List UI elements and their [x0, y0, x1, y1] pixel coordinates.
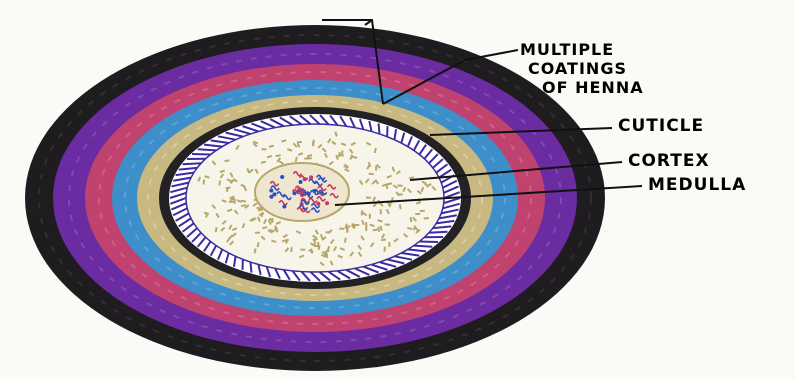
cortex-granule: [326, 253, 328, 258]
medulla-dot: [292, 191, 296, 195]
cortex-granule: [398, 193, 403, 195]
cortex-granule: [369, 214, 371, 219]
label-cortex: CORTEX: [628, 151, 710, 171]
cortex-granule: [262, 148, 267, 150]
medulla-dot: [282, 205, 286, 209]
medulla-dot: [280, 175, 284, 179]
medulla-dot: [299, 180, 303, 184]
cuticle-stripe: [414, 246, 433, 247]
cortex-granule: [339, 228, 344, 230]
cortex-granule: [375, 166, 377, 171]
cortex-granule: [365, 226, 367, 231]
cortex-granule: [271, 218, 273, 223]
cortex-granule: [369, 173, 374, 175]
cortex-granule: [255, 232, 260, 234]
label-multiple-coatings-line1: MULTIPLE: [520, 40, 614, 59]
cortex-granule: [366, 197, 371, 199]
cortex-granule: [300, 249, 305, 251]
label-cuticle: CUTICLE: [618, 116, 704, 136]
cortex-granule: [388, 242, 390, 247]
medulla-dot: [316, 202, 320, 206]
cortex-granule: [415, 213, 420, 215]
label-multiple-coatings-line2: COATINGS: [528, 59, 627, 78]
cuticle-stripe: [429, 232, 448, 233]
label-medulla: MEDULLA: [648, 175, 746, 195]
cuticle-stripe: [379, 123, 380, 134]
cuticle-stripe: [183, 163, 202, 164]
cortex-granule: [420, 210, 425, 212]
label-multiple-coatings-line3: OF HENNA: [542, 78, 644, 97]
cortex-granule: [229, 201, 234, 203]
cortex-granule: [297, 141, 302, 143]
medulla-dot: [300, 190, 304, 194]
medulla-dot: [269, 195, 273, 199]
cortex-granule: [346, 227, 348, 232]
cortex-granule: [380, 209, 382, 214]
cuticle-stripe: [198, 149, 217, 150]
medulla-dot: [309, 175, 313, 179]
cuticle-stripe: [250, 262, 251, 273]
medulla-dot: [269, 188, 273, 192]
hair-core: [169, 114, 461, 282]
medulla-dot: [325, 201, 329, 205]
